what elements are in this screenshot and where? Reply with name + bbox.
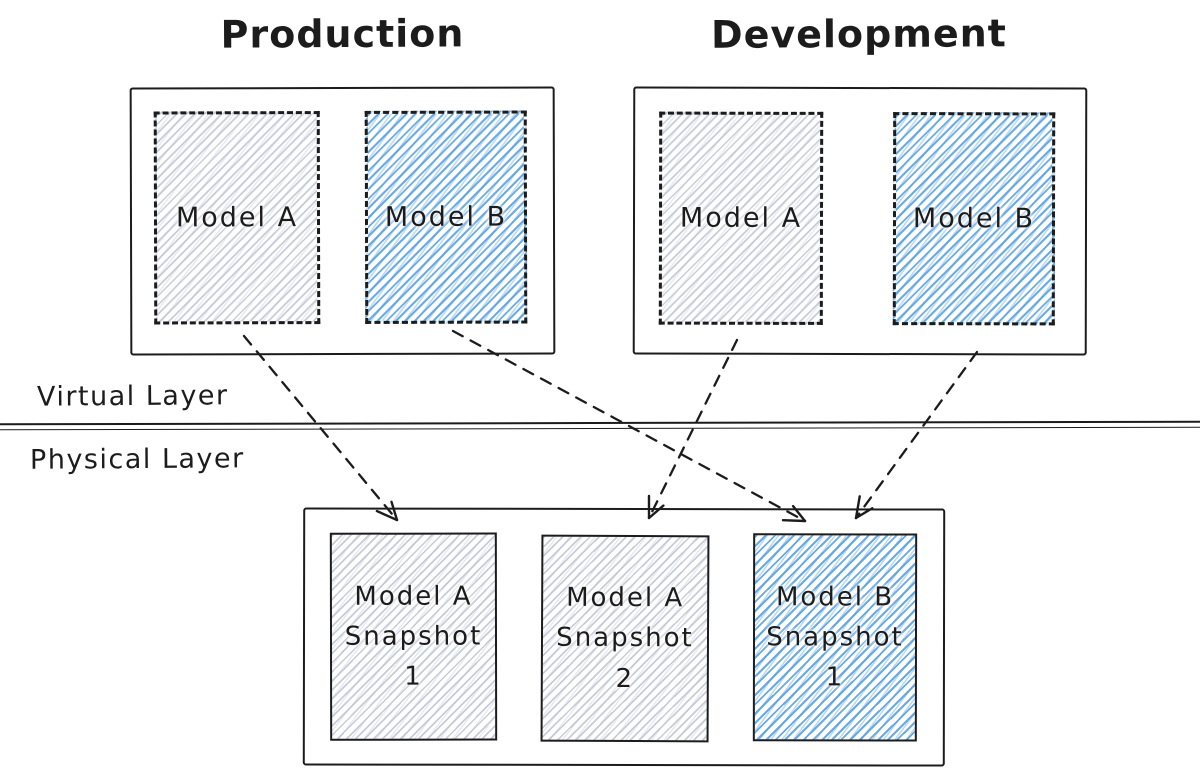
model-b-snapshot-1-line2: Snapshot 1 — [766, 622, 904, 693]
arrow-development-model-b-to-model-b-snapshot-1 — [854, 350, 979, 520]
production-title: Production — [220, 11, 465, 57]
production-model-b-label: Model B — [384, 201, 508, 233]
production-model-a-box: Model A — [153, 111, 321, 325]
model-a-snapshot-2-box: Model A Snapshot 2 — [540, 534, 710, 743]
physical-storage-container: Model A Snapshot 1 Model A Snapshot 2 Mo… — [302, 507, 946, 767]
model-a-snapshot-1-line2: Snapshot 1 — [344, 621, 483, 692]
development-model-b-box: Model B — [892, 112, 1056, 326]
development-model-a-box: Model A — [658, 111, 824, 325]
development-title: Development — [710, 11, 1008, 57]
model-a-snapshot-2-line2: Snapshot 2 — [556, 623, 694, 694]
model-b-snapshot-1-line1: Model B — [775, 581, 895, 613]
physical-layer-label: Physical Layer — [29, 443, 245, 476]
development-container: Model A Model B — [632, 86, 1088, 356]
layer-divider-line — [0, 420, 1200, 431]
production-model-a-label: Model A — [175, 202, 299, 234]
production-container: Model A Model B — [129, 86, 556, 356]
model-a-snapshot-1-line1: Model A — [354, 581, 473, 612]
model-b-snapshot-1-box: Model B Snapshot 1 — [752, 533, 918, 742]
development-model-b-label: Model B — [912, 203, 1036, 235]
production-model-b-box: Model B — [364, 110, 528, 324]
arrow-development-model-a-to-model-a-snapshot-2 — [647, 338, 739, 520]
model-a-snapshot-2-line1: Model A — [566, 582, 685, 614]
development-model-a-label: Model A — [679, 202, 803, 234]
model-a-snapshot-1-box: Model A Snapshot 1 — [329, 532, 498, 741]
virtual-layer-label: Virtual Layer — [36, 380, 229, 413]
